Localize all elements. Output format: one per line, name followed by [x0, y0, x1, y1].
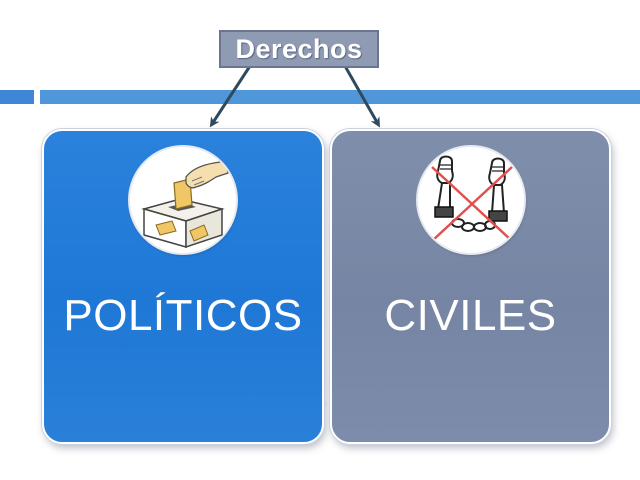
branch-label-politicos: POLÍTICOS [63, 291, 303, 340]
branch-card-civiles: CIVILES [330, 129, 611, 444]
branch-card-politicos: POLÍTICOS [42, 129, 324, 444]
accent-bar [40, 90, 640, 104]
accent-bar-left [0, 90, 34, 104]
broken-chains-icon [418, 147, 524, 253]
root-node-derechos: Derechos [219, 30, 379, 68]
branch-label-civiles: CIVILES [384, 291, 557, 340]
root-node-label: Derechos [235, 33, 363, 64]
ballot-box-icon [130, 147, 236, 253]
decorative-dot [324, 402, 327, 405]
